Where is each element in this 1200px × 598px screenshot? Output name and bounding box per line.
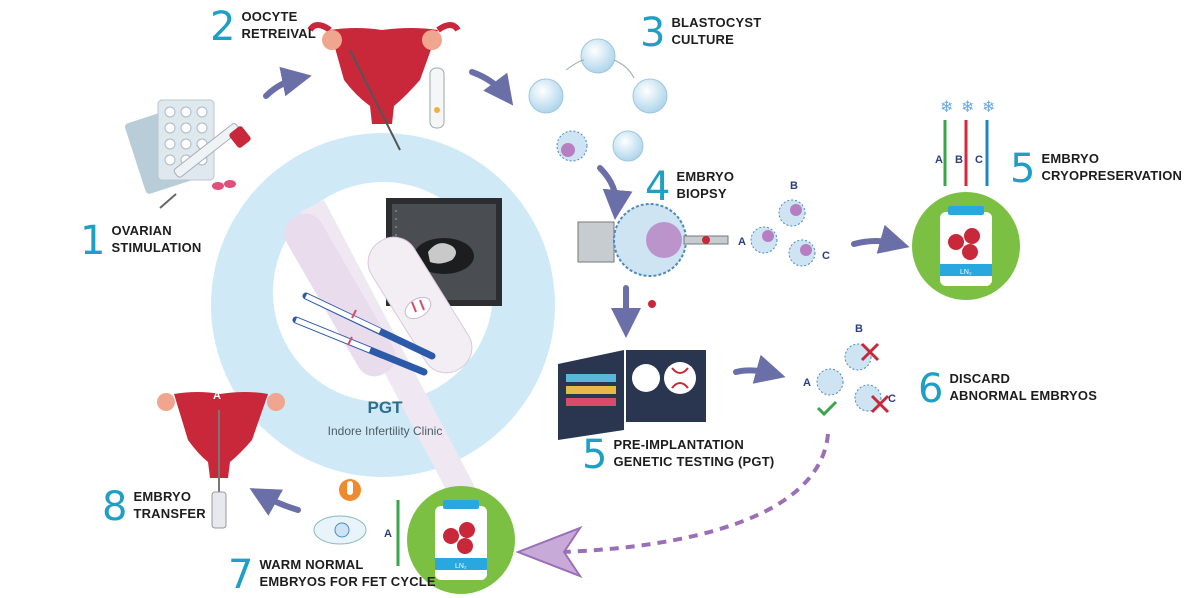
return-arrow-head <box>515 525 583 579</box>
center-subtitle: Indore Infertility Clinic <box>327 424 443 438</box>
discard-label-b: B <box>855 323 863 335</box>
step-1-number: 1 <box>80 218 106 264</box>
step-5-cryo-number: 5 <box>1010 146 1036 192</box>
step-4: 4 EMBRYO BIOPSY <box>645 164 735 210</box>
uterus-retrieval-icon <box>307 22 461 151</box>
center-title: PGT <box>367 398 403 417</box>
step-4-line2: BIOPSY <box>676 186 727 201</box>
svg-text:❄: ❄ <box>940 97 953 116</box>
step-6-number: 6 <box>918 366 944 412</box>
cryo-label-a: A <box>935 154 943 166</box>
step-5-cryo: 5 EMBRYO CRYOPRESERVATION <box>1010 146 1183 192</box>
uterus-label-a: A <box>213 390 221 402</box>
step-4-number: 4 <box>645 164 671 210</box>
step-5-cryo-line1: EMBRYO <box>1041 151 1100 166</box>
discard-embryos <box>816 342 890 417</box>
return-dashed-arrow <box>559 433 830 554</box>
medication-icon <box>124 99 251 209</box>
step-8-number: 8 <box>102 484 128 530</box>
cryo-label-c: C <box>975 154 983 166</box>
svg-text:❄: ❄ <box>982 97 995 116</box>
cycle-arrows <box>249 66 910 516</box>
step-6-line2: ABNORMAL EMBRYOS <box>949 388 1098 403</box>
step-5-pgt-line2: GENETIC TESTING (PGT) <box>613 454 775 469</box>
warming-icon <box>313 479 400 566</box>
step-3-line1: BLASTOCYST <box>671 15 762 30</box>
step-5-cryo-line2: CRYOPRESERVATION <box>1041 168 1183 183</box>
step-2-line1: OOCYTE <box>241 9 298 24</box>
step-6-line1: DISCARD <box>949 371 1011 386</box>
step-1: 1 OVARIAN STIMULATION <box>80 218 202 264</box>
biopsy-icon <box>577 203 729 308</box>
step-3-number: 3 <box>640 10 666 56</box>
discard-label-c: C <box>888 393 896 405</box>
ln2-tank-bottom <box>407 486 515 594</box>
step-7-line1: WARM NORMAL <box>259 557 364 572</box>
pgt-screens-icon <box>558 350 706 440</box>
step-4-line1: EMBRYO <box>676 169 735 184</box>
step-5-pgt-line1: PRE-IMPLANTATION <box>613 437 744 452</box>
step-1-line2: STIMULATION <box>111 240 202 255</box>
warm-label-a: A <box>384 528 392 540</box>
step-3-line2: CULTURE <box>671 32 734 47</box>
uterus-transfer-icon <box>157 392 285 529</box>
embryo-label-b: B <box>790 180 798 192</box>
step-6: 6 DISCARD ABNORMAL EMBRYOS <box>918 366 1098 412</box>
pregnancy-test-icon <box>284 200 506 558</box>
step-7-number: 7 <box>228 552 254 598</box>
step-3: 3 BLASTOCYST CULTURE <box>640 10 762 56</box>
step-7-line2: EMBRYOS FOR FET CYCLE <box>259 574 436 589</box>
step-2: 2 OOCYTE RETREIVAL <box>210 4 316 50</box>
step-8: 8 EMBRYO TRANSFER <box>102 484 206 530</box>
step-8-line1: EMBRYO <box>133 489 192 504</box>
svg-text:❄: ❄ <box>961 97 974 116</box>
ln2-tank-top <box>912 192 1020 300</box>
biopsied-embryos <box>750 199 816 267</box>
step-2-number: 2 <box>210 4 236 50</box>
ln2-label-bottom: LN₂ <box>455 563 467 570</box>
embryo-label-a: A <box>738 236 746 248</box>
cryo-tubes: ❄ ❄ ❄ <box>940 97 995 186</box>
blastocyst-cells <box>528 38 668 162</box>
step-5-pgt-number: 5 <box>582 432 608 478</box>
step-7: 7 WARM NORMAL EMBRYOS FOR FET CYCLE <box>228 552 436 598</box>
ln2-label-top: LN₂ <box>960 269 972 276</box>
cryo-label-b: B <box>955 154 963 166</box>
test-strips-icon <box>292 292 436 376</box>
step-2-line2: RETREIVAL <box>241 26 316 41</box>
step-8-line2: TRANSFER <box>133 506 206 521</box>
step-5-pgt: 5 PRE-IMPLANTATION GENETIC TESTING (PGT) <box>582 432 775 478</box>
embryo-label-c: C <box>822 250 830 262</box>
discard-label-a: A <box>803 377 811 389</box>
step-1-line1: OVARIAN <box>111 223 172 238</box>
